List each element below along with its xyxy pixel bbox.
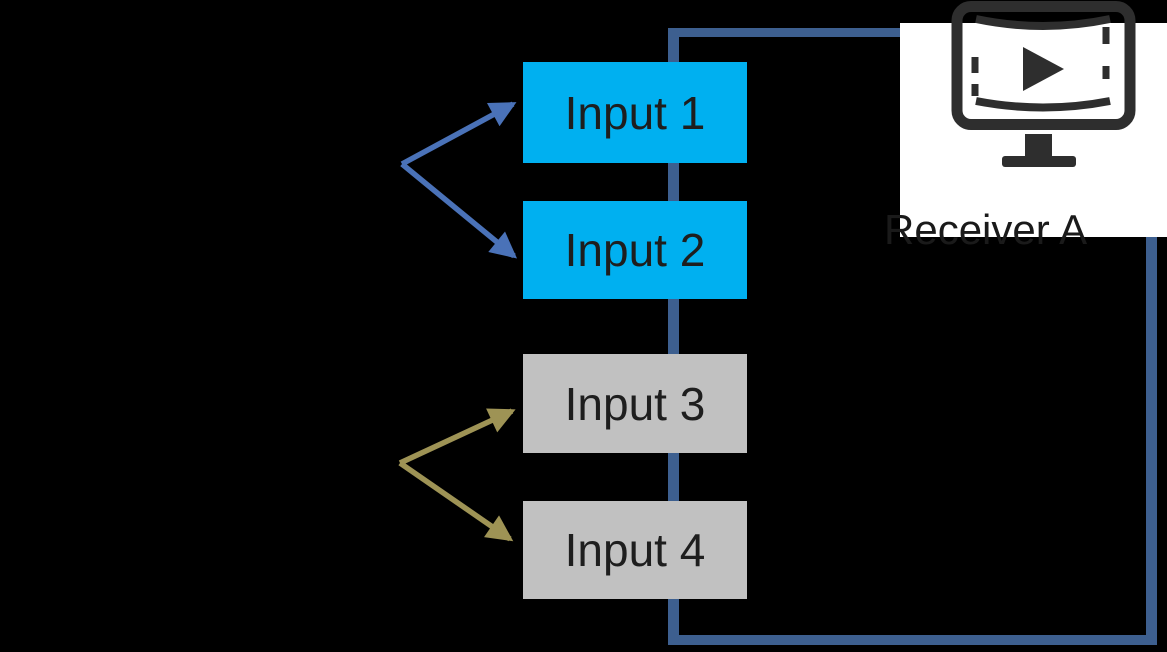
connector-top-to-receiver xyxy=(668,28,903,37)
arrow-to-input-3 xyxy=(398,408,516,466)
arrow-group-olive xyxy=(398,408,516,542)
input-2-box: Input 2 xyxy=(523,201,747,299)
monitor-stand-neck xyxy=(1025,134,1052,158)
connector-bottom-return xyxy=(668,635,1157,645)
monitor-bezel xyxy=(951,1,1136,130)
input-3-box: Input 3 xyxy=(523,354,747,453)
monitor-stand-base xyxy=(1002,156,1076,167)
input-1-label: Input 1 xyxy=(564,86,706,139)
arrow-to-input-1 xyxy=(400,101,517,167)
video-monitor-icon xyxy=(951,1,1136,167)
arrow-to-input-4 xyxy=(398,460,514,542)
screen-bottom-curve xyxy=(975,97,1111,112)
input-4-box: Input 4 xyxy=(523,501,747,599)
input-3-label: Input 3 xyxy=(564,377,706,430)
arrow-to-input-2 xyxy=(400,161,518,259)
input-1-box: Input 1 xyxy=(523,62,747,163)
connector-main-bus xyxy=(668,28,679,645)
receiver-label: Receiver A xyxy=(884,206,1088,253)
arrow-group-blue xyxy=(400,101,518,259)
connector-right-riser xyxy=(1146,237,1157,642)
screen-top-curve xyxy=(975,15,1111,30)
play-triangle-icon xyxy=(1023,47,1064,91)
input-2-label: Input 2 xyxy=(564,224,706,276)
input-4-label: Input 4 xyxy=(564,524,706,576)
